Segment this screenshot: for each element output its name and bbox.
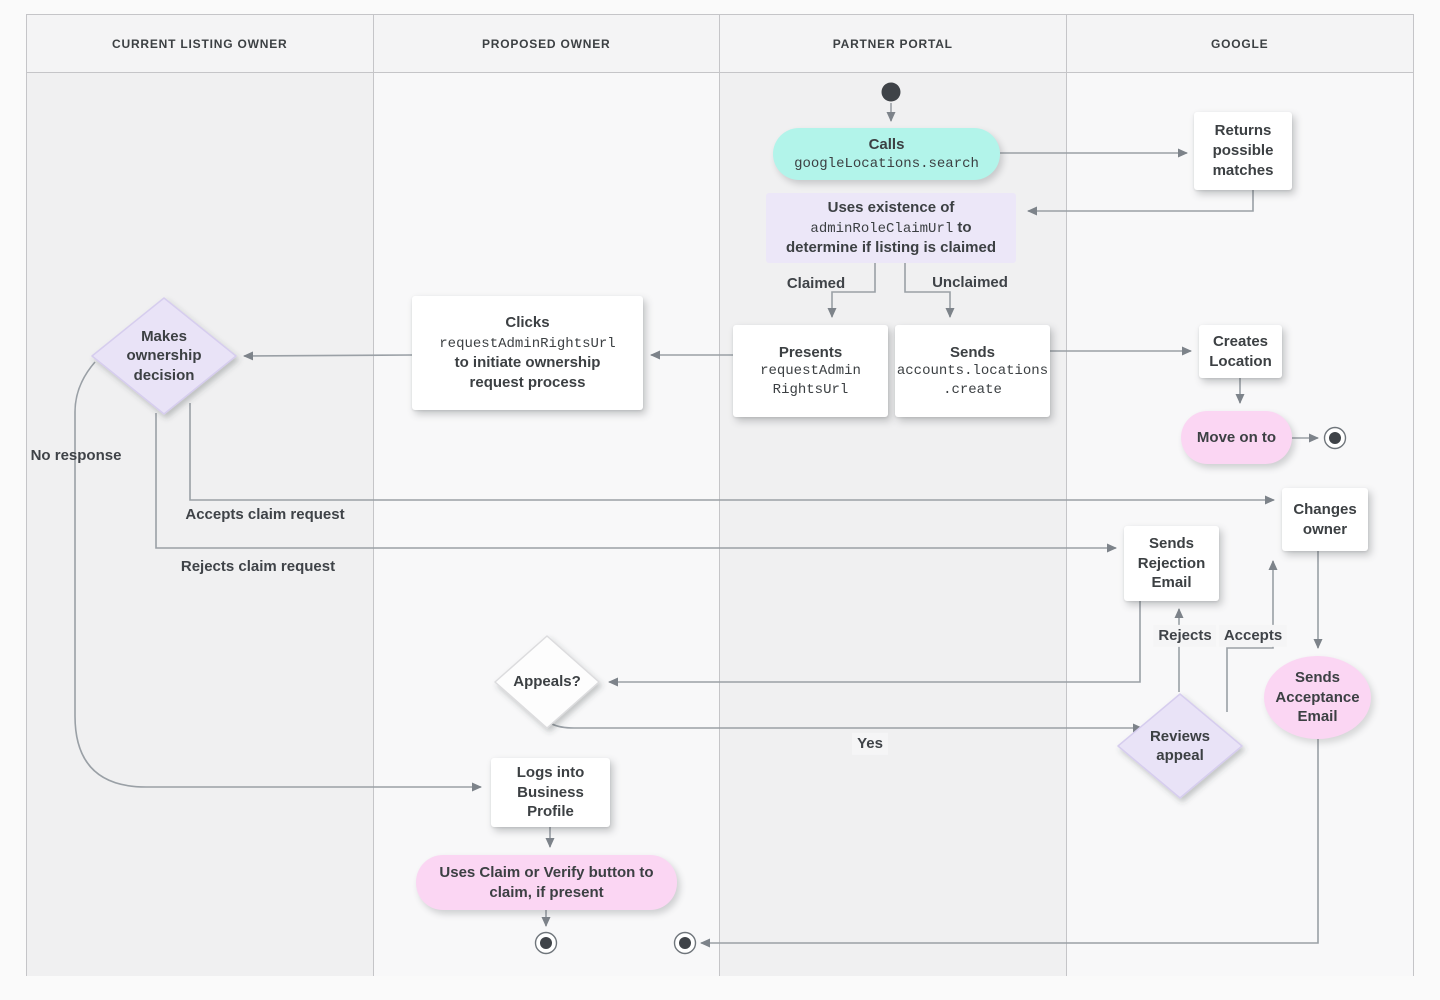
node-presents-code: requestAdmin RightsUrl (760, 363, 861, 398)
diamond-label-appeals: Appeals? (513, 673, 581, 691)
edge-label-accepts-claim-request: Accepts claim request (185, 505, 345, 523)
node-calls-title: Calls (868, 135, 905, 153)
node-changes-owner-label: Changes owner (1293, 500, 1357, 538)
edge-label-rejects: Rejects (1153, 624, 1217, 648)
node-move-on-to: Move on to (1181, 411, 1292, 464)
lane-header-current-listing-owner: CURRENT LISTING OWNER (27, 15, 374, 72)
node-sends-rejection-email: Sends Rejection Email (1124, 526, 1219, 601)
lane-header-row: CURRENT LISTING OWNER PROPOSED OWNER PAR… (27, 15, 1413, 73)
node-logs-into-business-profile-label: Logs into Business Profile (516, 763, 585, 821)
node-move-on-to-label: Move on to (1196, 428, 1277, 446)
diamond-label-makes-ownership: Makes ownership decision (126, 327, 202, 384)
node-returns-possible-matches-label: Returns possible matches (1212, 122, 1274, 179)
node-clicks-requestadminrightsurl: Clicks requestAdminRightsUrl to initiate… (412, 296, 643, 410)
node-calls-googlelocations-search: Calls googleLocations.search (773, 128, 1000, 180)
node-creates-location-label: Creates Location (1209, 332, 1272, 370)
lane-header-google: GOOGLE (1211, 36, 1269, 51)
node-presents-title: Presents (778, 343, 843, 361)
edge-label-yes: Yes (852, 732, 888, 756)
edge-label-claimed: Claimed (786, 274, 846, 292)
node-changes-owner: Changes owner (1282, 488, 1368, 551)
edge-label-no-response: No response (30, 446, 122, 464)
node-sends-rejection-email-label: Sends Rejection Email (1137, 534, 1206, 592)
edge-label-accepts: Accepts (1218, 624, 1288, 648)
node-uses-existence-text: Uses existence of adminRoleClaimUrl to d… (785, 198, 997, 257)
node-sends-acceptance-email: Sends Acceptance Email (1264, 656, 1371, 739)
edge-label-unclaimed: Unclaimed (932, 273, 1008, 291)
edge-label-rejects-claim-request: Rejects claim request (180, 557, 336, 575)
node-sends-acceptance-email-label: Sends Acceptance Email (1275, 668, 1360, 726)
node-returns-possible-matches: Returns possible matches (1194, 112, 1292, 190)
diamond-label-reviews-appeal: Reviews appeal (1149, 727, 1211, 765)
node-sends-create-code: accounts.locations .create (896, 363, 1049, 398)
node-presents-requestadminrightsurl: Presents requestAdmin RightsUrl (733, 325, 888, 417)
node-uses-claim-or-verify: Uses Claim or Verify button to claim, if… (416, 855, 677, 910)
node-uses-existence: Uses existence of adminRoleClaimUrl to d… (766, 193, 1016, 263)
node-uses-claim-or-verify-label: Uses Claim or Verify button to claim, if… (439, 863, 654, 901)
node-calls-code: googleLocations.search (794, 155, 979, 172)
node-clicks-text: Clicks requestAdminRightsUrl to initiate… (439, 314, 616, 392)
lane-header-proposed-owner: PROPOSED OWNER (374, 15, 720, 72)
lane-header-partner-portal: PARTNER PORTAL (720, 15, 1067, 72)
node-sends-create-title: Sends (949, 343, 995, 361)
node-logs-into-business-profile: Logs into Business Profile (491, 758, 610, 827)
node-creates-location: Creates Location (1199, 325, 1282, 378)
node-sends-accounts-locations-create: Sends accounts.locations .create (895, 325, 1050, 417)
lane-proposed-owner (373, 73, 720, 976)
